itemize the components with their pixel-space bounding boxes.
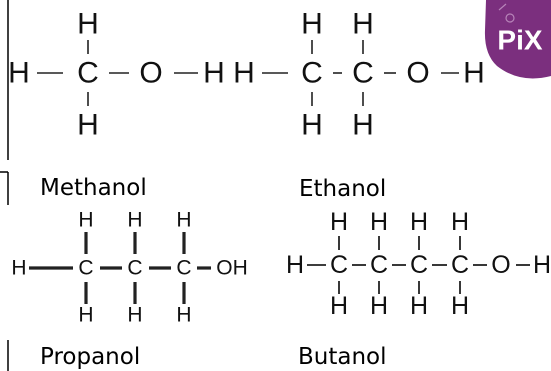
propanol-h-left: H [11, 257, 26, 280]
methanol-label: Methanol [40, 175, 147, 201]
propanol-h-top-1: H [78, 209, 93, 232]
pix-logo-badge [484, 0, 551, 79]
pix-logo: PiX [484, 0, 551, 79]
ethanol-c-2: C [352, 57, 374, 90]
ethanol-h-left: H [233, 57, 255, 90]
methanol-c: C [77, 57, 99, 90]
ethanol-c-1: C [301, 57, 323, 90]
methanol-h-top: H [77, 8, 99, 41]
ethanol-label: Ethanol [299, 176, 386, 202]
propanol-h-top-2: H [127, 209, 142, 232]
propanol-c-1: C [78, 257, 93, 280]
propanol-c-2: C [127, 257, 142, 280]
butanol-label: Butanol [298, 344, 387, 370]
ethanol-structure: H H H C C O H H H [233, 8, 485, 142]
butanol-h-bottom-3: H [410, 292, 428, 320]
methanol-h-bottom: H [77, 109, 99, 142]
propanol-h-bottom-1: H [78, 304, 93, 327]
pix-logo-decoration-line [498, 3, 507, 11]
ethanol-h-top-1: H [301, 8, 323, 41]
butanol-h-bottom-4: H [451, 292, 469, 320]
butanol-h-top-4: H [451, 208, 469, 236]
ethanol-h-right: H [463, 57, 485, 90]
butanol-o: O [491, 251, 510, 279]
ethanol-h-bottom-2: H [352, 109, 374, 142]
ethanol-h-top-2: H [352, 8, 374, 41]
butanol-h-top-2: H [370, 208, 388, 236]
propanol-h-bottom-3: H [176, 304, 191, 327]
propanol-h-top-3: H [176, 209, 191, 232]
butanol-h-bottom-1: H [330, 292, 348, 320]
butanol-c-3: C [410, 251, 428, 279]
propanol-h-bottom-2: H [127, 304, 142, 327]
ethanol-o: O [406, 57, 429, 90]
butanol-h-top-1: H [330, 208, 348, 236]
methanol-h-right: H [203, 57, 225, 90]
butanol-h-bottom-2: H [370, 292, 388, 320]
butanol-c-4: C [451, 251, 469, 279]
methanol-h-left: H [8, 57, 30, 90]
butanol-structure: H H H H H C C C C O H H H H H [286, 208, 551, 320]
propanol-structure: H H H H C C C OH H H H [11, 209, 247, 327]
propanol-label: Propanol [40, 344, 140, 370]
butanol-c-2: C [370, 251, 388, 279]
methanol-o: O [139, 57, 162, 90]
butanol-h-left: H [286, 251, 304, 279]
propanol-c-3: C [176, 257, 191, 280]
butanol-h-right: H [533, 251, 551, 279]
ethanol-h-bottom-1: H [301, 109, 323, 142]
pix-logo-text: PiX [497, 25, 542, 56]
propanol-oh: OH [216, 257, 248, 280]
butanol-h-top-3: H [410, 208, 428, 236]
methanol-structure: H H C O H H [8, 8, 225, 142]
butanol-c-1: C [330, 251, 348, 279]
pix-logo-decoration-circle [505, 13, 515, 23]
